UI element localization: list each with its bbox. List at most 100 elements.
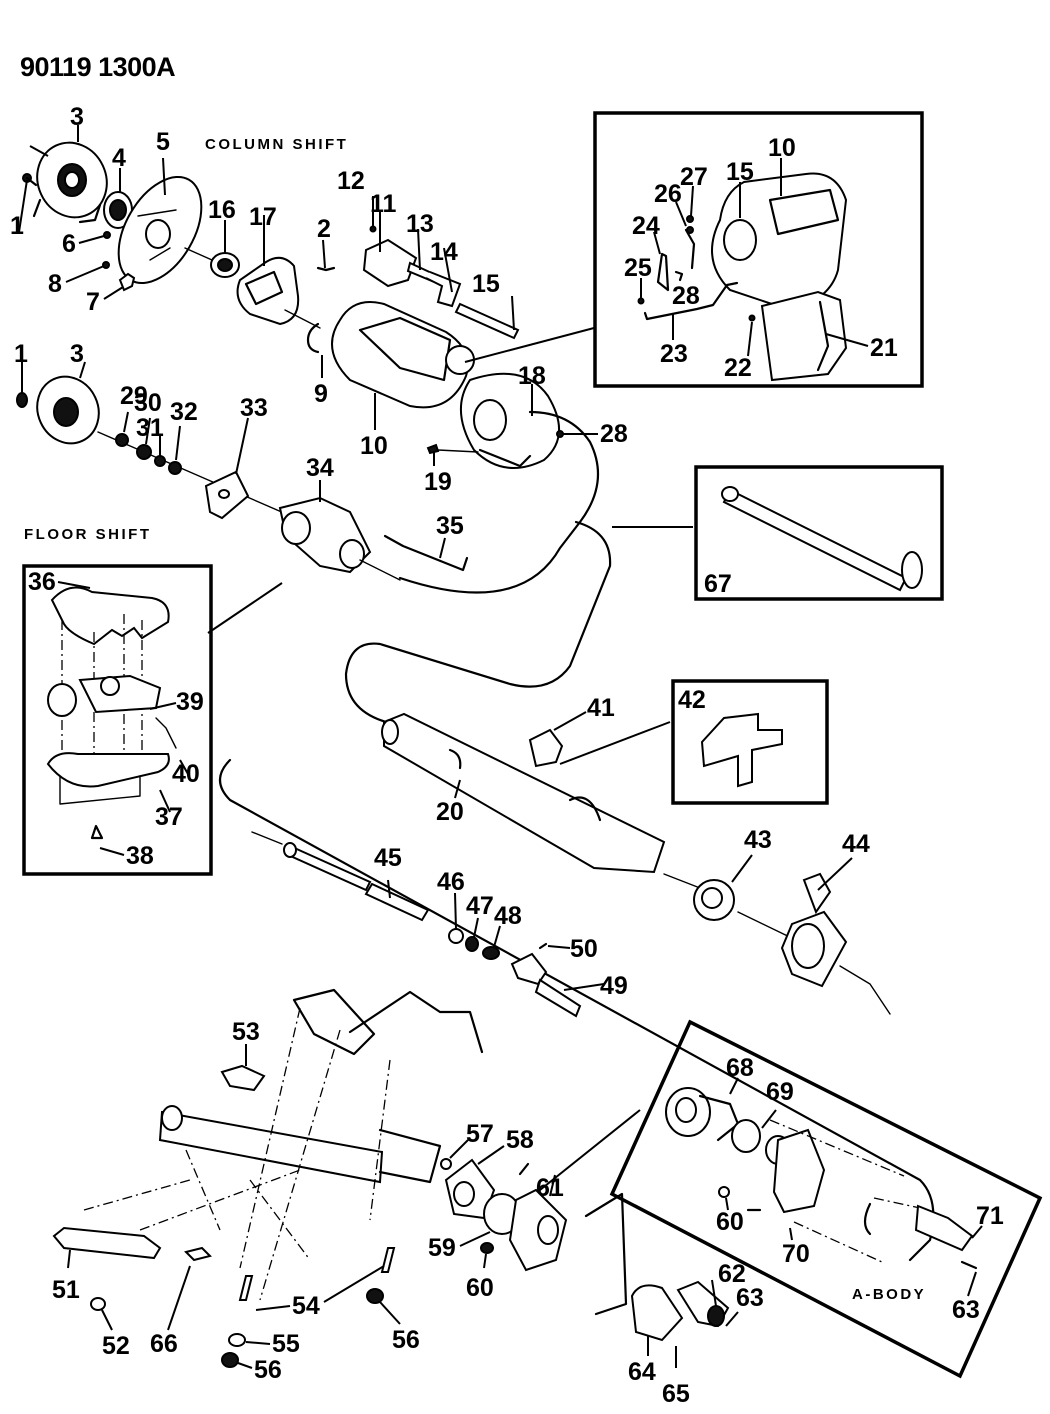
heading-a-body: A-BODY [852, 1286, 926, 1303]
callout-23: 23 [660, 340, 688, 368]
callout-15: 15 [472, 270, 500, 298]
callout-63: 63 [736, 1284, 764, 1312]
callout-49: 49 [600, 972, 628, 1000]
part-19-pin [426, 443, 479, 466]
part-57-59-plate [440, 1139, 505, 1247]
part-35-rod [383, 534, 469, 572]
part-7-clip [103, 272, 136, 300]
part-43-nut [693, 854, 753, 921]
callout-19: 19 [424, 468, 452, 496]
callout-31: 31 [136, 414, 164, 442]
parts-29-32-washers [115, 411, 182, 475]
parts-62-65-shaft [584, 1192, 739, 1368]
callout-42: 42 [678, 686, 706, 714]
callout-45: 45 [374, 844, 402, 872]
part-55-washer [228, 1333, 271, 1347]
part-48-spring [482, 925, 501, 960]
middle-assembly [381, 679, 829, 874]
part-33-plate [204, 417, 250, 520]
callout-22: 22 [724, 354, 752, 382]
part-3-housing-floor [36, 361, 100, 445]
callout-59: 59 [428, 1234, 456, 1262]
callout-18: 18 [518, 362, 546, 390]
callout-37: 37 [155, 803, 183, 831]
part-2-pin [316, 239, 336, 272]
part-10-housing [331, 301, 475, 430]
callout-6: 6 [62, 230, 76, 258]
part-16-ring [184, 220, 240, 278]
callout-1-floor: 1 [14, 340, 28, 368]
callout-60-abody: 60 [716, 1208, 744, 1236]
callout-36: 36 [28, 568, 56, 596]
callout-34: 34 [306, 454, 334, 482]
callout-52: 52 [102, 1332, 130, 1360]
part-53-bracket [220, 1044, 266, 1092]
part-5-plate [117, 157, 203, 285]
callout-21: 21 [870, 334, 898, 362]
part-20-jacket [381, 712, 666, 874]
lower-assembly [52, 988, 739, 1369]
callout-55: 55 [272, 1330, 300, 1358]
inset-bracket-42 [671, 679, 829, 805]
callout-69: 69 [766, 1078, 794, 1106]
part-45-shaft [283, 842, 430, 922]
callout-12: 12 [337, 167, 365, 195]
part-66-nut [167, 1246, 212, 1331]
callout-57: 57 [466, 1120, 494, 1148]
callout-26: 26 [654, 180, 682, 208]
callout-46: 46 [437, 868, 465, 896]
callout-30: 30 [134, 389, 162, 417]
part-13-14-lever [406, 228, 462, 308]
callout-35: 35 [436, 512, 464, 540]
inset-a-body [609, 1019, 1043, 1379]
floor-shift-assembly [16, 361, 469, 581]
part-1-screw [18, 173, 38, 233]
parts-43-44 [663, 854, 891, 1015]
part-44-bracket [780, 857, 891, 1015]
inset-housing-detail [593, 111, 924, 388]
callout-51: 51 [52, 1276, 80, 1304]
callout-5: 5 [156, 128, 170, 156]
inset-shaft-67 [694, 465, 944, 601]
inset-callout-28: 28 [672, 282, 700, 310]
callout-54: 54 [292, 1292, 320, 1320]
callout-10: 10 [360, 432, 388, 460]
callout-28: 28 [600, 420, 628, 448]
callout-labels: 3 4 5 1 6 8 7 16 17 2 12 11 13 14 15 9 1… [10, 103, 1004, 1408]
heading-floor-shift: FLOOR SHIFT [24, 526, 152, 543]
callout-65: 65 [662, 1380, 690, 1408]
part-6-pin [78, 231, 111, 244]
callout-14: 14 [430, 238, 458, 266]
callout-7: 7 [86, 288, 100, 316]
part-50-pin [538, 942, 571, 950]
part-28-pin [556, 430, 598, 438]
callout-9: 9 [314, 380, 328, 408]
part-52-nut [90, 1297, 113, 1331]
callout-8: 8 [48, 270, 62, 298]
callout-60: 60 [466, 1274, 494, 1302]
callout-32: 32 [170, 398, 198, 426]
callout-13: 13 [406, 210, 434, 238]
callout-58: 58 [506, 1126, 534, 1154]
heading-column-shift: COLUMN SHIFT [205, 136, 348, 153]
callout-67: 67 [704, 570, 732, 598]
part-1-screw-floor [16, 362, 28, 408]
callout-56-right: 56 [392, 1326, 420, 1354]
part-41-bracket [528, 711, 671, 768]
part-60-bolt [480, 1242, 494, 1269]
callout-38: 38 [126, 842, 154, 870]
inset-callout-15: 15 [726, 158, 754, 186]
callout-25: 25 [624, 254, 652, 282]
part-12-screw [369, 196, 377, 233]
parts-56-nuts [221, 1288, 401, 1369]
column-jacket-lower [158, 988, 484, 1184]
callout-56: 56 [254, 1356, 282, 1384]
callout-3: 3 [70, 103, 84, 131]
part-51-bracket [52, 1226, 162, 1269]
callout-40: 40 [172, 760, 200, 788]
callout-4: 4 [112, 144, 126, 172]
callout-62: 62 [718, 1260, 746, 1288]
part-9-clip [306, 322, 323, 378]
callout-64: 64 [628, 1358, 656, 1386]
